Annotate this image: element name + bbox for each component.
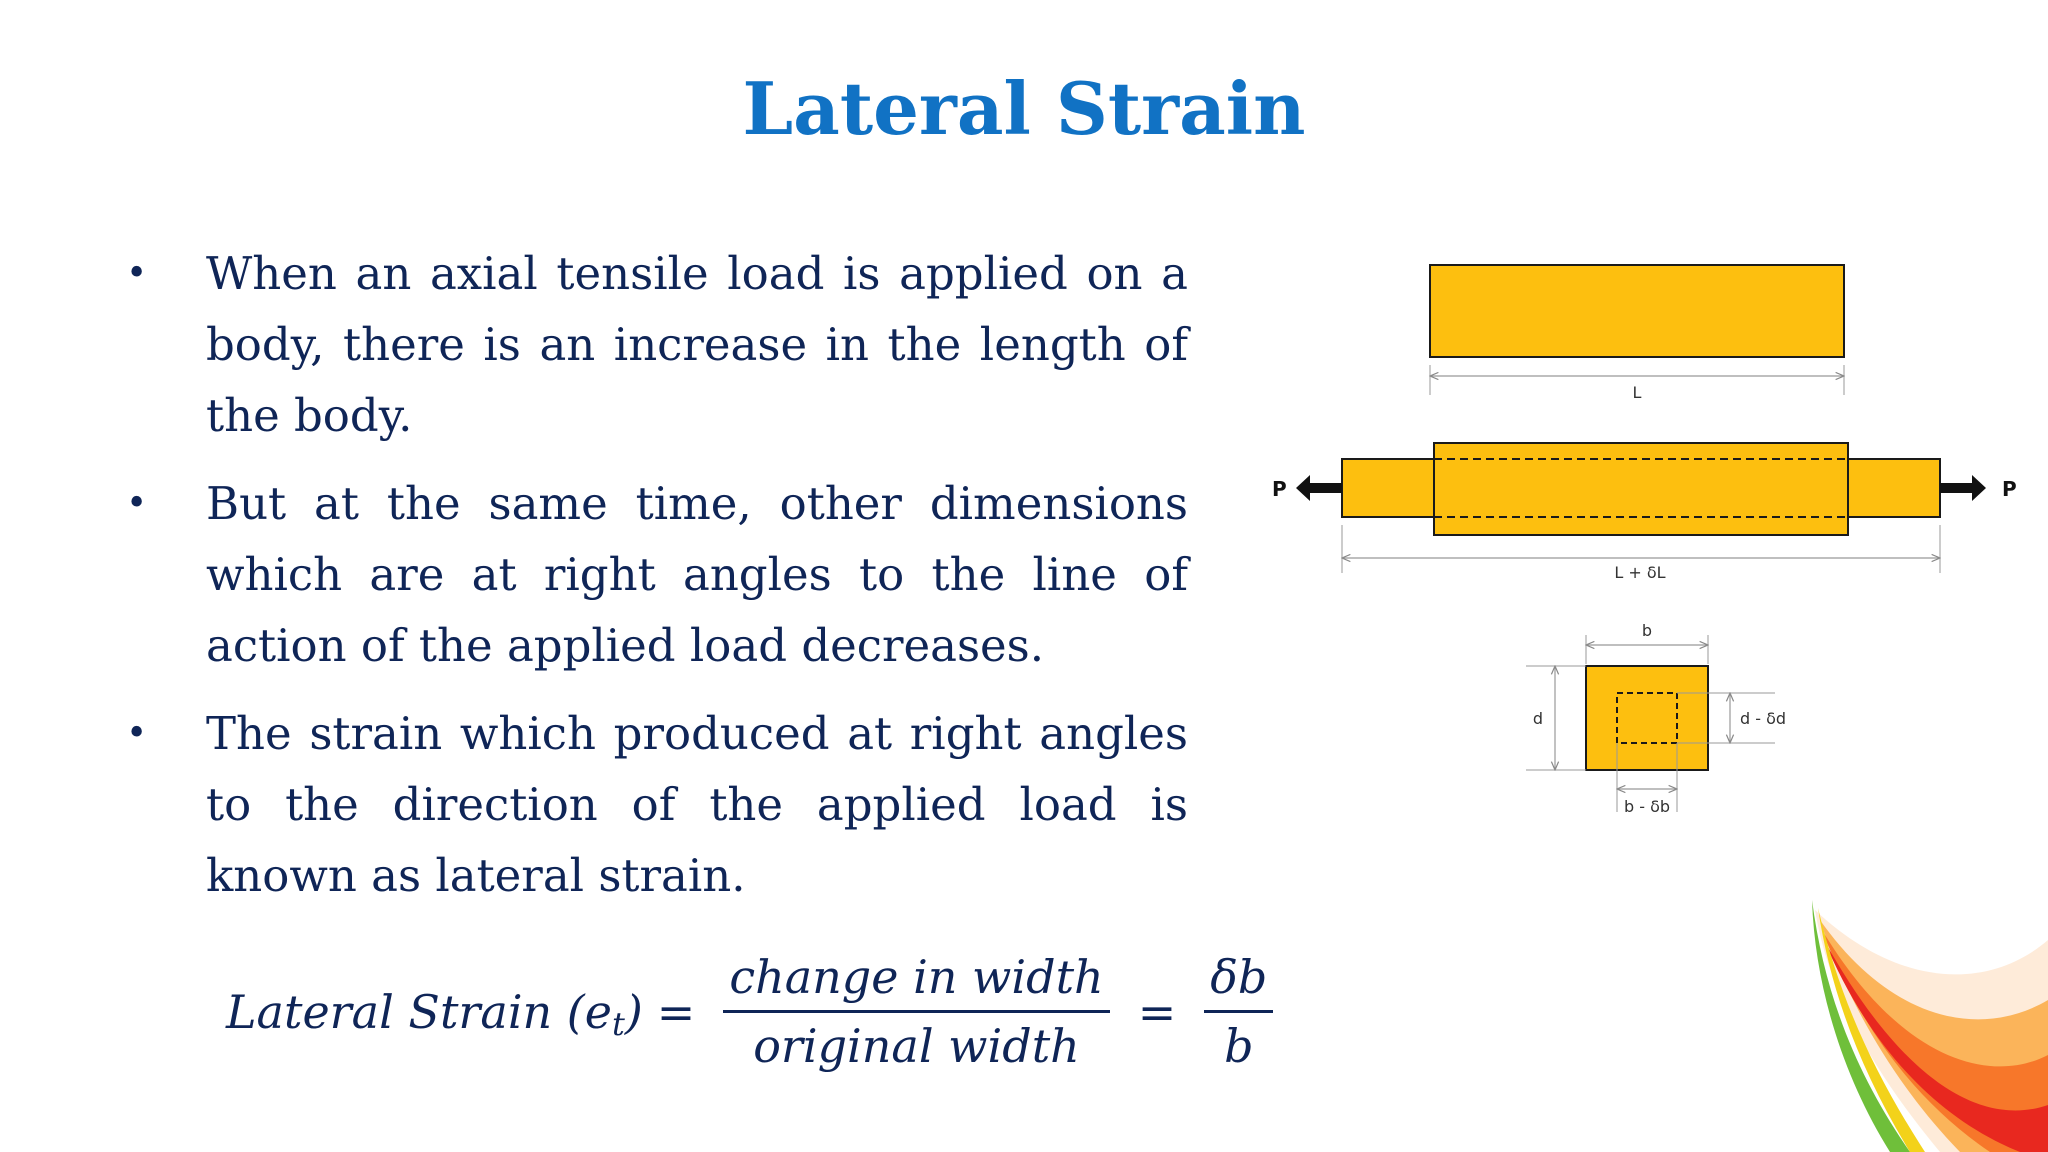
fraction-denominator: original width — [753, 1019, 1080, 1073]
width-label: b — [1642, 621, 1652, 640]
bullet-text: When an axial tensile load is applied on… — [206, 247, 1188, 442]
cross-section — [1585, 665, 1709, 771]
fraction-numerator: change in width — [723, 950, 1110, 1013]
slide-title: Lateral Strain — [742, 66, 1306, 151]
elongated-bar-center — [1433, 442, 1849, 536]
formula-lhs: Lateral Strain ( — [226, 984, 585, 1039]
equals-sign: = — [1137, 984, 1177, 1039]
load-label-left: P — [1272, 477, 1287, 501]
bullet-icon: • — [126, 253, 148, 294]
load-arrow-left-icon — [1296, 475, 1342, 501]
reduced-width-label: b - δb — [1624, 797, 1670, 816]
formula-subscript: t — [611, 1004, 625, 1043]
length-label: L — [1633, 383, 1642, 402]
bullet-icon: • — [126, 713, 148, 754]
bullet-item: • When an axial tensile load is applied … — [116, 238, 1188, 451]
lateral-strain-formula: Lateral Strain ( e t ) = change in width… — [226, 950, 1287, 1073]
bullet-text: The strain which produced at right angle… — [206, 707, 1188, 902]
fraction-denominator: b — [1224, 1019, 1254, 1073]
elongated-length-label: L + δL — [1614, 563, 1665, 582]
reduced-depth-label: d - δd — [1740, 709, 1786, 728]
bullet-item: • The strain which produced at right ang… — [116, 698, 1188, 911]
bullet-icon: • — [126, 483, 148, 524]
bullet-text: But at the same time, other dimensions w… — [206, 477, 1188, 672]
bullet-item: • But at the same time, other dimensions… — [116, 468, 1188, 681]
strain-diagram: L P P L + δL b d d - δd b - δb — [1272, 264, 2017, 816]
load-label-right: P — [2002, 477, 2017, 501]
depth-label: d — [1533, 709, 1543, 728]
bullet-list: • When an axial tensile load is applied … — [116, 238, 1188, 928]
decorative-swoosh — [1812, 900, 2048, 1152]
fraction-numerator: δb — [1204, 950, 1274, 1013]
reduced-cross-section-dashed — [1616, 692, 1678, 744]
equals-sign: = — [656, 984, 696, 1039]
formula-lhs-close: ) — [624, 984, 643, 1039]
load-arrow-right-icon — [1940, 475, 1986, 501]
fraction-width-ratio: change in width original width — [723, 950, 1110, 1073]
formula-symbol: e — [584, 984, 612, 1039]
fraction-delta-b: δb b — [1204, 950, 1274, 1073]
original-bar — [1429, 264, 1845, 358]
